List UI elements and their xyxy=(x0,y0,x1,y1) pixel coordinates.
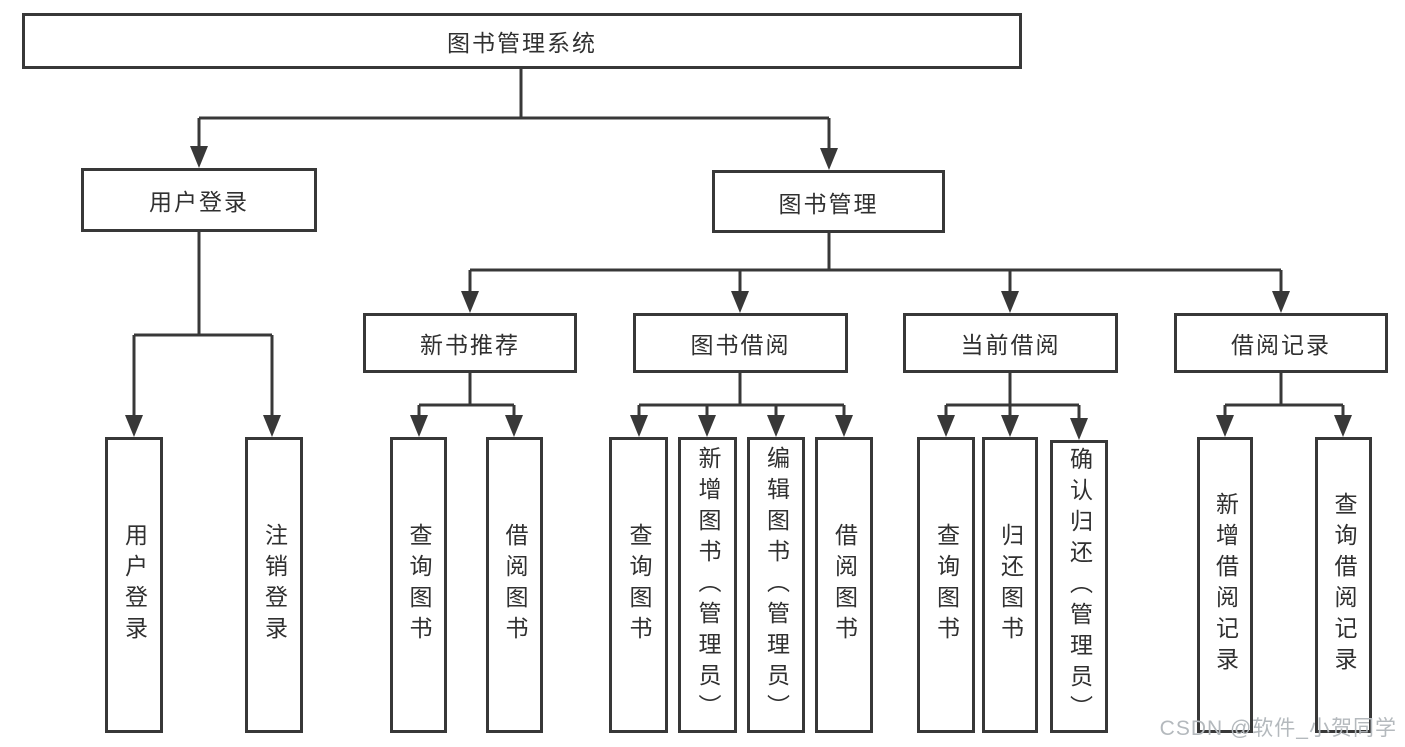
arrow-down-icon xyxy=(1001,415,1019,437)
arrow-down-icon xyxy=(731,291,749,313)
node-user-login-leaf: 用户登录 xyxy=(105,437,163,733)
node-current-confirm-return-admin-label: 确认归还（管理员） xyxy=(1066,447,1093,726)
arrow-down-icon xyxy=(820,148,838,170)
arrow-down-icon xyxy=(1272,291,1290,313)
node-current-return-books: 归还图书 xyxy=(982,437,1038,733)
arrow-down-icon xyxy=(461,291,479,313)
arrow-down-icon xyxy=(767,415,785,437)
node-logout-leaf: 注销登录 xyxy=(245,437,303,733)
node-add-borrow-record-label: 新增借阅记录 xyxy=(1212,492,1239,678)
node-borrow-borrow-books: 借阅图书 xyxy=(815,437,873,733)
node-root-label: 图书管理系统 xyxy=(447,30,597,56)
node-book-borrow-label: 图书借阅 xyxy=(690,332,791,358)
arrow-down-icon xyxy=(125,415,143,437)
node-add-borrow-record: 新增借阅记录 xyxy=(1197,437,1253,733)
node-borrow-edit-books-admin: 编辑图书（管理员） xyxy=(747,437,805,733)
arrow-down-icon xyxy=(1070,418,1088,440)
arrow-down-icon xyxy=(410,415,428,437)
node-recommend-query-books: 查询图书 xyxy=(390,437,447,733)
node-query-borrow-record-label: 查询借阅记录 xyxy=(1331,492,1357,678)
arrow-down-icon xyxy=(937,415,955,437)
node-query-borrow-record: 查询借阅记录 xyxy=(1315,437,1372,733)
node-current-return-books-label: 归还图书 xyxy=(997,523,1024,647)
node-borrow-add-books-admin: 新增图书（管理员） xyxy=(678,437,737,733)
arrow-down-icon xyxy=(505,415,523,437)
arrow-down-icon xyxy=(698,415,716,437)
node-recommend-query-books-label: 查询图书 xyxy=(406,523,432,647)
node-borrow-records: 借阅记录 xyxy=(1174,313,1388,373)
arrow-down-icon xyxy=(1001,291,1019,313)
node-current-borrow: 当前借阅 xyxy=(903,313,1118,373)
node-user-login: 用户登录 xyxy=(81,168,317,232)
node-recommend-borrow-books-label: 借阅图书 xyxy=(502,523,528,647)
arrow-down-icon xyxy=(263,415,281,437)
node-user-login-label: 用户登录 xyxy=(149,189,249,215)
node-logout-leaf-label: 注销登录 xyxy=(261,523,288,647)
node-borrow-add-books-admin-label: 新增图书（管理员） xyxy=(695,445,721,725)
node-borrow-edit-books-admin-label: 编辑图书（管理员） xyxy=(763,445,790,725)
node-borrow-query-books: 查询图书 xyxy=(609,437,668,733)
node-new-book-recommend: 新书推荐 xyxy=(363,313,577,373)
node-current-borrow-label: 当前借阅 xyxy=(960,332,1061,358)
node-recommend-borrow-books: 借阅图书 xyxy=(486,437,543,733)
node-current-confirm-return-admin: 确认归还（管理员） xyxy=(1050,440,1108,733)
node-book-management-label: 图书管理 xyxy=(778,190,879,217)
arrow-down-icon xyxy=(1216,415,1234,437)
node-current-query-books: 查询图书 xyxy=(917,437,975,733)
node-book-management: 图书管理 xyxy=(712,170,945,233)
node-borrow-query-books-label: 查询图书 xyxy=(626,523,652,647)
node-current-query-books-label: 查询图书 xyxy=(933,523,960,647)
arrow-down-icon xyxy=(1334,415,1352,437)
node-borrow-records-label: 借阅记录 xyxy=(1231,332,1331,358)
arrow-down-icon xyxy=(190,146,208,168)
node-root: 图书管理系统 xyxy=(22,13,1022,69)
node-borrow-borrow-books-label: 借阅图书 xyxy=(831,523,858,647)
arrow-down-icon xyxy=(835,415,853,437)
node-new-book-recommend-label: 新书推荐 xyxy=(420,332,520,358)
arrow-down-icon xyxy=(630,415,648,437)
node-book-borrow: 图书借阅 xyxy=(633,313,848,373)
node-user-login-leaf-label: 用户登录 xyxy=(121,523,148,647)
